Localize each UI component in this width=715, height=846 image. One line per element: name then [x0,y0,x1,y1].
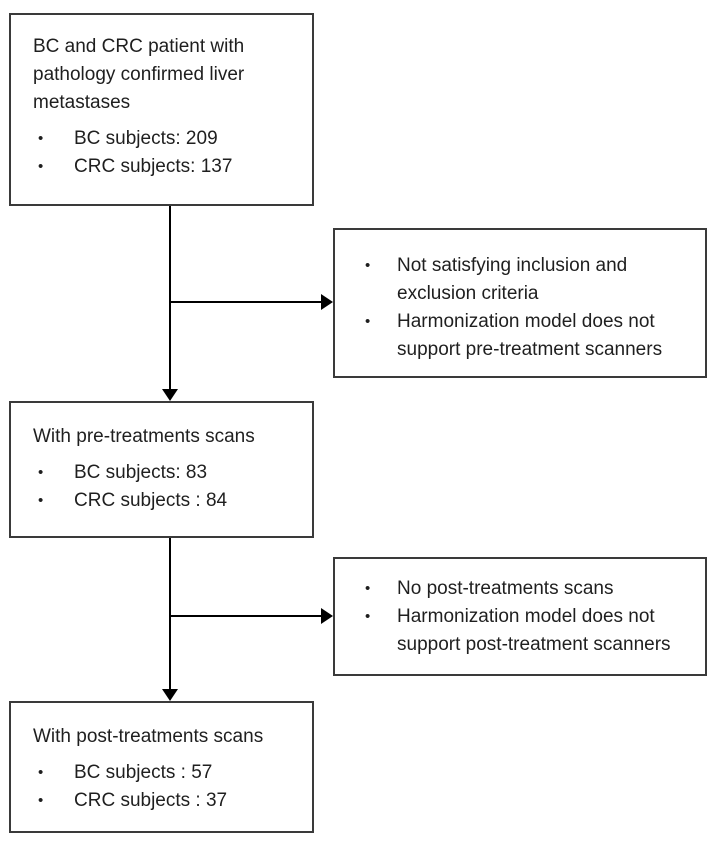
bullet-list: • BC subjects: 209 • CRC subjects: 137 [33,125,302,181]
list-item: • BC subjects: 209 [38,125,302,153]
arrowhead-right-icon [321,294,333,310]
bullet-text: Harmonization model does not support pre… [397,311,663,360]
bullet-list: • No post-treatments scans • Harmonizati… [365,575,697,659]
flow-box-pre-treatment-scans: With pre-treatments scans • BC subjects:… [9,401,314,538]
flow-box-exclusion-pre-treatment: • Not satisfying inclusion and exclusion… [333,228,707,378]
flow-box-initial-cohort: BC and CRC patient with pathology confir… [9,13,314,206]
bullet-text: BC subjects: 83 [74,462,208,483]
bullet-text: Harmonization model does not support pos… [397,606,671,655]
bullet-icon: • [38,158,44,175]
list-item: • CRC subjects : 37 [38,787,302,815]
connector-line-horizontal-2 [170,615,323,617]
bullet-text: CRC subjects : 84 [74,490,228,511]
list-item: • BC subjects : 57 [38,759,302,787]
bullet-text: BC subjects: 209 [74,128,218,149]
box-title: BC and CRC patient with pathology confir… [33,36,245,113]
box-title: With post-treatments scans [33,726,264,747]
bullet-icon: • [365,580,371,597]
list-item: • Harmonization model does not support p… [365,308,697,364]
box-title: With pre-treatments scans [33,426,255,447]
bullet-icon: • [38,492,44,509]
bullet-list: • Not satisfying inclusion and exclusion… [365,252,697,364]
bullet-list: • BC subjects : 57 • CRC subjects : 37 [33,759,302,815]
bullet-icon: • [365,257,371,274]
bullet-icon: • [38,792,44,809]
bullet-list: • BC subjects: 83 • CRC subjects : 84 [33,459,302,515]
flow-box-post-treatment-scans: With post-treatments scans • BC subjects… [9,701,314,833]
bullet-icon: • [38,764,44,781]
list-item: • Harmonization model does not support p… [365,603,697,659]
connector-line-vertical-2 [169,538,171,691]
bullet-icon: • [38,130,44,147]
list-item: • CRC subjects : 84 [38,487,302,515]
bullet-icon: • [365,608,371,625]
bullet-icon: • [365,313,371,330]
bullet-text: No post-treatments scans [397,578,614,599]
flow-box-exclusion-post-treatment: • No post-treatments scans • Harmonizati… [333,557,707,676]
list-item: • BC subjects: 83 [38,459,302,487]
bullet-text: CRC subjects : 37 [74,790,228,811]
connector-line-horizontal-1 [170,301,323,303]
arrowhead-down-icon [162,389,178,401]
list-item: • No post-treatments scans [365,575,697,603]
connector-line-vertical-1 [169,206,171,391]
arrowhead-down-icon [162,689,178,701]
bullet-text: Not satisfying inclusion and exclusion c… [397,255,628,304]
bullet-text: CRC subjects: 137 [74,156,233,177]
list-item: • Not satisfying inclusion and exclusion… [365,252,697,308]
bullet-text: BC subjects : 57 [74,762,213,783]
bullet-icon: • [38,464,44,481]
list-item: • CRC subjects: 137 [38,153,302,181]
arrowhead-right-icon [321,608,333,624]
